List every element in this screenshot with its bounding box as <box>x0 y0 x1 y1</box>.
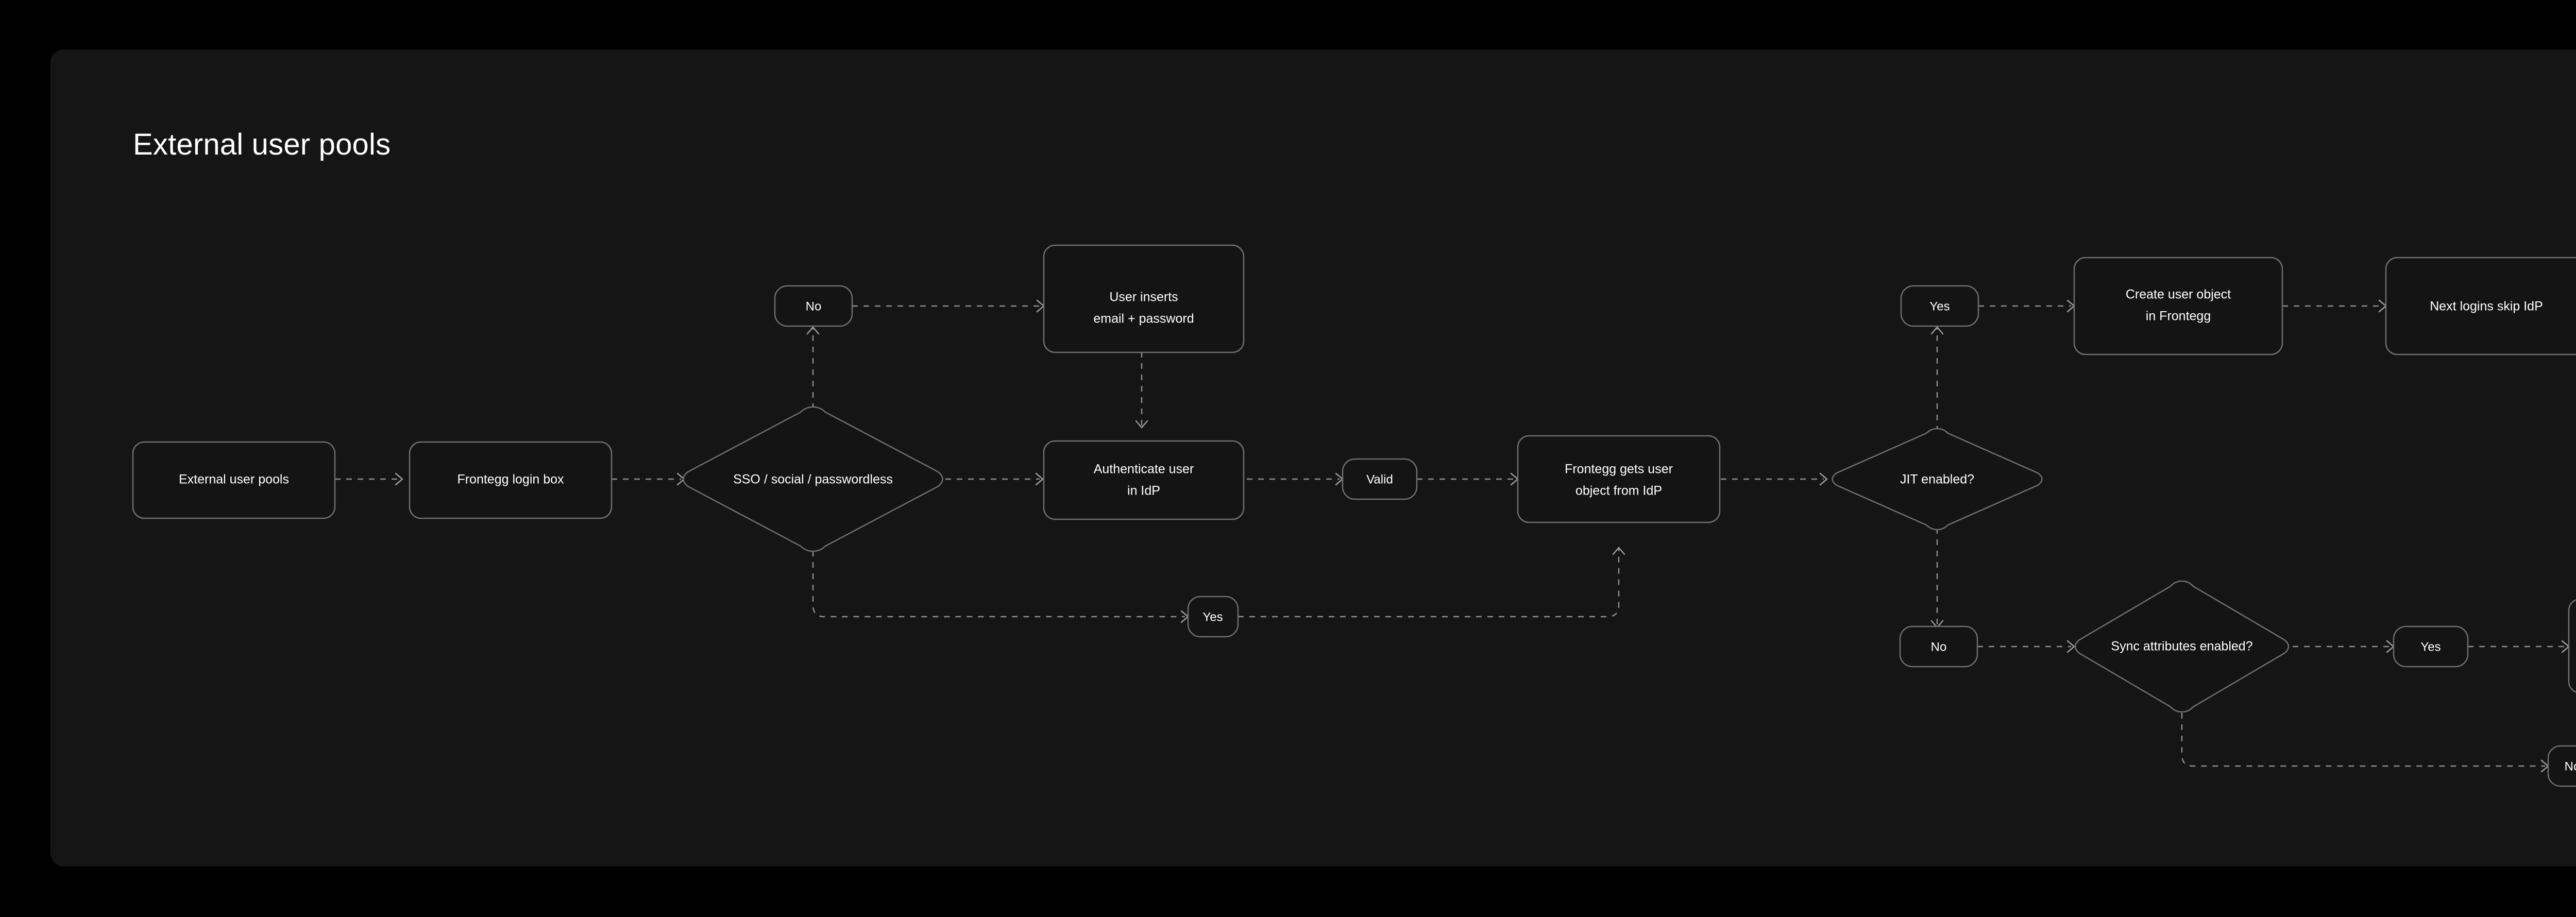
node-frontegg-gets-user-object[interactable]: Frontegg gets user object from IdP <box>1517 435 1721 523</box>
node-box-shape[interactable] <box>2385 257 2576 355</box>
node-label-sso-social-passwordless: SSO / social / passwordless <box>733 472 893 487</box>
pill-label-no-sync: No <box>2565 759 2576 773</box>
node-frontegg-login-box[interactable]: Frontegg login box <box>409 441 613 519</box>
node-next-logins-skip-idp[interactable]: Next logins skip IdP <box>2385 257 2576 355</box>
node-sync-attributes-enabled[interactable]: Sync attributes enabled? <box>2074 580 2290 713</box>
pill-shape[interactable] <box>2393 625 2469 668</box>
node-label-authenticate-line1: Authenticate user <box>1094 462 1194 477</box>
node-user-inserts-email-password[interactable]: User inserts email + password <box>1043 244 1245 353</box>
edge-authenticate-to-valid <box>1247 472 1344 486</box>
page-title: External user pools <box>133 128 391 161</box>
pill-shape[interactable] <box>1900 285 1979 327</box>
edge-frontegg-gets-user-to-jit <box>1721 472 1828 486</box>
pill-label-yes-sync: Yes <box>2420 640 2441 654</box>
edge-label-no-sync[interactable]: No <box>2547 745 2576 787</box>
edge-label-no-sso[interactable]: No <box>774 285 853 327</box>
node-box-shape[interactable] <box>1043 440 1245 520</box>
pill-label-yes-jit: Yes <box>1929 299 1950 313</box>
node-jit-enabled[interactable]: JIT enabled? <box>1832 428 2043 531</box>
node-label-frontegg-gets-line2: object from IdP <box>1575 484 1662 498</box>
node-box-shape[interactable] <box>2568 599 2576 693</box>
pill-label-yes-sso: Yes <box>1202 610 1223 624</box>
pill-shape[interactable] <box>2547 745 2576 787</box>
node-create-user-object-in-frontegg[interactable]: Create user object in Frontegg <box>2073 257 2283 355</box>
node-sso-social-passwordless[interactable]: SSO / social / passwordless <box>683 406 943 552</box>
pill-shape[interactable] <box>1187 596 1239 638</box>
node-update-user-attributes-from-idp[interactable]: Update user attributes from IdP <box>2568 599 2576 693</box>
node-box-shape[interactable] <box>409 441 613 519</box>
node-label-next-logins-skip-idp: Next logins skip IdP <box>2430 299 2543 314</box>
edge-jit-to-yes-pill <box>1930 326 1944 443</box>
node-label-authenticate-line2: in IdP <box>1127 484 1160 498</box>
node-box-shape[interactable] <box>2073 257 2283 355</box>
node-diamond-shape[interactable] <box>1832 428 2043 531</box>
node-label-create-user-line2: in Frontegg <box>2146 309 2211 324</box>
edge-yes-pill-to-update-attributes <box>2468 640 2570 653</box>
edge-label-yes-sso[interactable]: Yes <box>1187 596 1239 638</box>
node-label-jit-enabled: JIT enabled? <box>1900 472 1974 487</box>
pill-shape[interactable] <box>1899 625 1978 668</box>
edge-create-user-object-to-next-logins <box>2282 299 2387 313</box>
node-external-user-pools[interactable]: External user pools <box>132 441 336 519</box>
edge-sync-attributes-no-to-proceed <box>2181 690 2549 773</box>
node-label-sync-attributes-enabled: Sync attributes enabled? <box>2111 639 2252 654</box>
node-box-shape[interactable] <box>1517 435 1721 523</box>
node-label-frontegg-login-box: Frontegg login box <box>457 472 564 487</box>
edge-sso-to-no-pill <box>806 326 820 443</box>
edge-sync-attributes-to-yes-pill <box>2293 640 2395 653</box>
edge-no-pill-to-user-inserts <box>852 299 1045 313</box>
edge-login-box-to-sso-diamond <box>612 472 685 486</box>
pill-label-valid: Valid <box>1366 472 1393 486</box>
edge-label-valid[interactable]: Valid <box>1342 458 1418 500</box>
node-label-frontegg-gets-line1: Frontegg gets user <box>1565 462 1673 477</box>
node-box-shape[interactable] <box>132 441 336 519</box>
pill-shape[interactable] <box>1342 458 1418 500</box>
edge-valid-to-frontegg-gets-user <box>1417 472 1519 486</box>
edge-external-pools-to-login-box <box>335 472 403 486</box>
pill-label-no-jit: No <box>1931 640 1947 654</box>
pill-label-no-sso: No <box>806 299 822 313</box>
edge-sso-to-authenticate <box>945 472 1044 486</box>
node-diamond-shape[interactable] <box>683 406 943 552</box>
edge-label-yes-sync[interactable]: Yes <box>2393 625 2469 668</box>
node-label-user-inserts-line1: User inserts <box>1109 290 1178 304</box>
edge-jit-to-no-pill <box>1930 517 1944 629</box>
node-authenticate-user-in-idp[interactable]: Authenticate user in IdP <box>1043 440 1245 520</box>
edge-no-pill-to-sync-attributes <box>1977 640 2075 653</box>
edge-label-yes-jit[interactable]: Yes <box>1900 285 1979 327</box>
node-box-shape[interactable] <box>1043 244 1245 353</box>
node-label-create-user-line1: Create user object <box>2126 287 2231 302</box>
node-label-external-user-pools: External user pools <box>179 472 289 487</box>
edge-user-inserts-to-authenticate <box>1135 352 1148 429</box>
pill-shape[interactable] <box>774 285 853 327</box>
node-label-user-inserts-line2: email + password <box>1093 312 1194 326</box>
edge-yes-pill-to-create-user-object <box>1978 299 2075 313</box>
edge-label-no-jit[interactable]: No <box>1899 625 1978 668</box>
node-diamond-shape[interactable] <box>2074 580 2290 713</box>
